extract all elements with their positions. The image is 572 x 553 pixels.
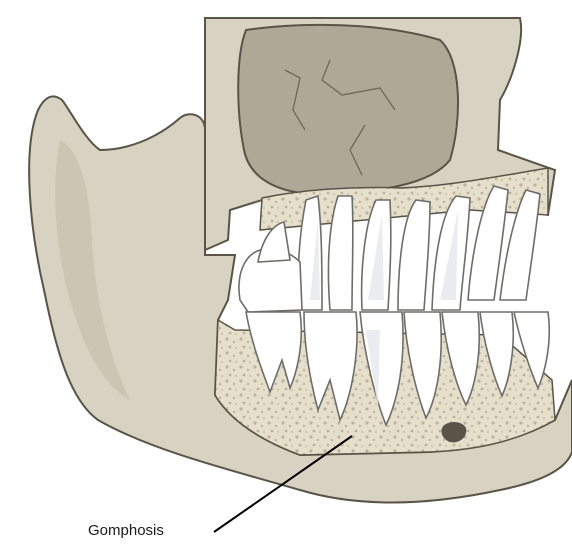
gomphosis-label: Gomphosis	[88, 522, 164, 539]
maxillary-sinus	[238, 25, 458, 194]
